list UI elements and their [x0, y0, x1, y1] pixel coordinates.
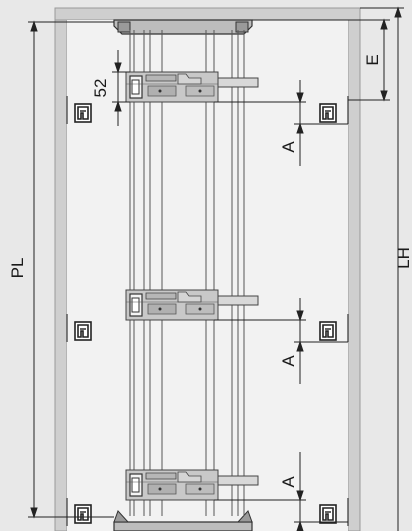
label-pl: PL — [8, 258, 27, 279]
rail-clip-right-middle — [319, 321, 337, 341]
rail-clip-left-bottom — [74, 504, 92, 524]
cabinet-interior — [67, 20, 348, 531]
top-panel — [54, 7, 361, 21]
dimension-a-top — [214, 80, 348, 166]
label-52: 52 — [91, 79, 110, 98]
frame-vertical-rods — [129, 30, 245, 516]
dimension-lh — [360, 6, 404, 531]
rail-clip-right-top — [319, 103, 337, 123]
rail-clip-right-bottom — [319, 504, 337, 524]
dimension-a-bottom — [214, 452, 348, 531]
label-a-middle: A — [279, 355, 298, 367]
label-e: E — [363, 54, 382, 65]
dimension-52 — [112, 50, 130, 126]
label-a-bottom: A — [279, 476, 298, 488]
frame-top-cap — [113, 19, 253, 35]
frame-bottom-cap — [113, 510, 253, 531]
panel-tick-marks — [66, 96, 349, 526]
dimension-e — [252, 18, 390, 102]
dimension-pl — [28, 20, 114, 519]
label-a-top: A — [279, 141, 298, 153]
label-lh: LH — [394, 247, 412, 269]
left-side-panel — [54, 7, 68, 531]
dimension-a-middle — [214, 298, 348, 384]
right-side-panel — [347, 7, 361, 531]
rail-clip-left-top — [74, 103, 92, 123]
rail-clip-left-middle — [74, 321, 92, 341]
